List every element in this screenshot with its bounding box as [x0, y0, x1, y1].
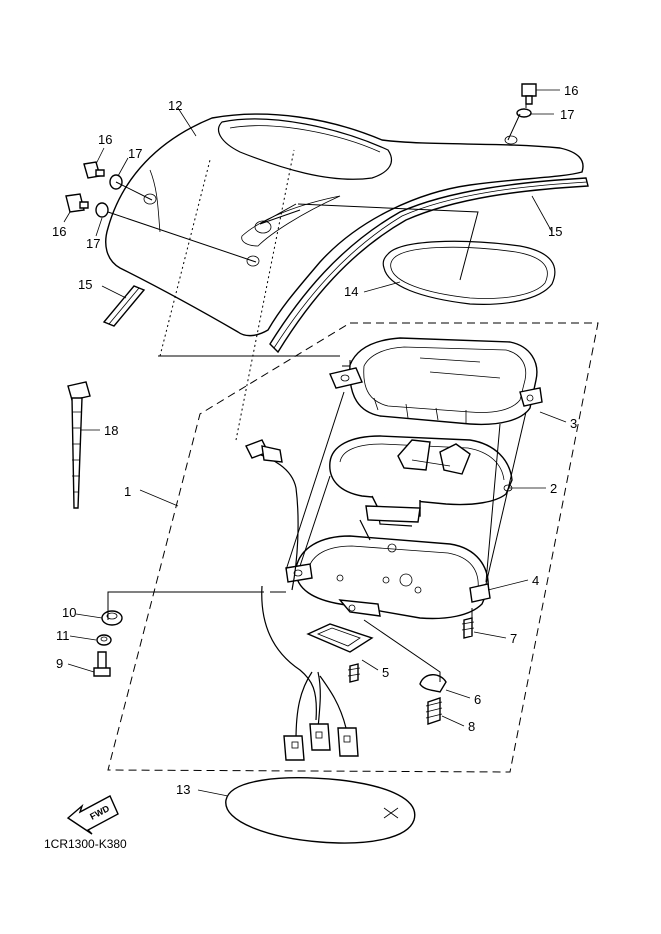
- gasket-plate: [306, 623, 374, 683]
- trim-strip-left: [102, 285, 146, 327]
- callout-2: 2: [550, 481, 557, 496]
- meter-lens-housing: [329, 337, 543, 426]
- callout-17-left-lower: 17: [86, 236, 100, 251]
- lens-sticker: [225, 777, 416, 844]
- callout-labels: 1 2 3 4 5 6 7 8 9 10 11 12 13 14 15 15 1…: [52, 83, 578, 797]
- bolt-16-left-lower: [65, 193, 89, 213]
- callout-11: 11: [56, 628, 70, 643]
- callout-7: 7: [510, 631, 517, 646]
- callout-9: 9: [56, 656, 63, 671]
- bolt-9: [93, 651, 111, 677]
- callout-13: 13: [176, 782, 190, 797]
- cable-tie: [67, 381, 91, 509]
- diagram-code: 1CR1300-K380: [44, 837, 127, 851]
- callout-1: 1: [124, 484, 131, 499]
- bolt-16-top: [521, 83, 537, 105]
- trim-strip-right: [269, 177, 589, 354]
- reference-lines: [107, 104, 527, 682]
- washer-17-left-lower: [95, 202, 109, 218]
- lens-seal: [382, 240, 556, 305]
- screw-7: [461, 617, 475, 639]
- callout-6: 6: [474, 692, 481, 707]
- meter-lower-case: [285, 505, 491, 620]
- callout-16-left-lower: 16: [52, 224, 66, 239]
- screw-8: [425, 697, 443, 725]
- callout-16-left-upper: 16: [98, 132, 112, 147]
- forward-arrow-icon: FWD: [66, 795, 119, 835]
- washer-17-top: [516, 108, 532, 118]
- meter-body: [329, 435, 513, 517]
- clamp-6: [419, 674, 447, 693]
- callout-10: 10: [62, 605, 76, 620]
- callout-14: 14: [344, 284, 358, 299]
- callout-8: 8: [468, 719, 475, 734]
- bolt-16-left-upper: [83, 161, 105, 179]
- wire-harness: [245, 439, 359, 761]
- callout-5: 5: [382, 665, 389, 680]
- callout-12: 12: [168, 98, 182, 113]
- callout-16-top: 16: [564, 83, 578, 98]
- callout-15-left: 15: [78, 277, 92, 292]
- leader-lines: [63, 89, 567, 797]
- callout-18: 18: [104, 423, 118, 438]
- collar-11: [96, 634, 112, 646]
- callout-3: 3: [570, 416, 577, 431]
- callout-17-left-upper: 17: [128, 146, 142, 161]
- grommet-10: [101, 610, 123, 626]
- callout-17-top: 17: [560, 107, 574, 122]
- callout-4: 4: [532, 573, 539, 588]
- callout-15-right: 15: [548, 224, 562, 239]
